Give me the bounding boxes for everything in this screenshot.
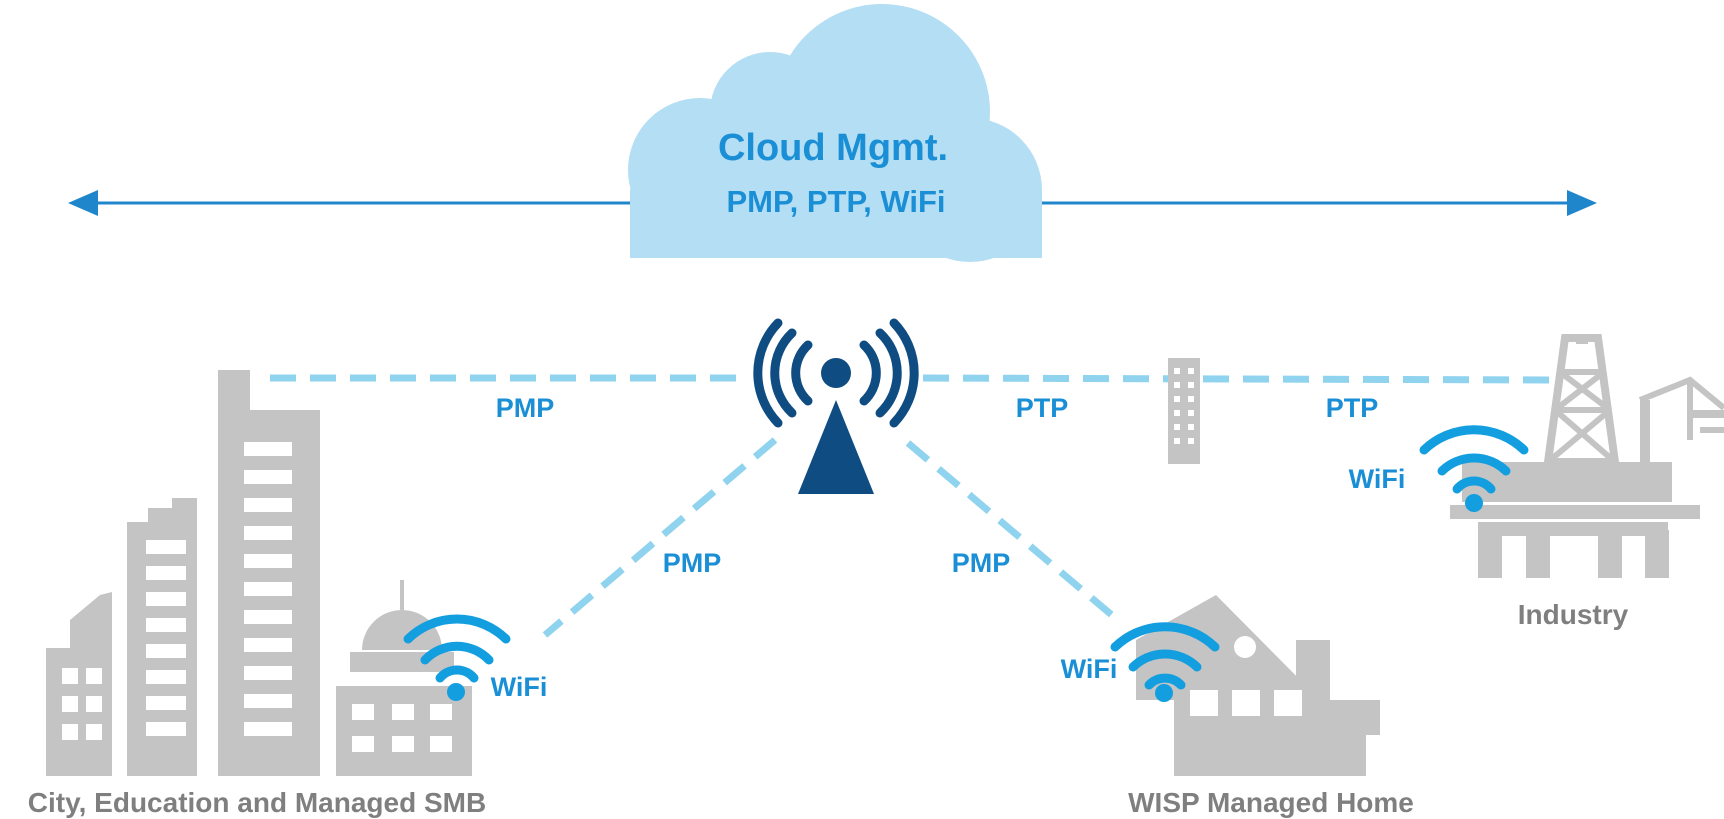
- site-label-industry: Industry: [1518, 599, 1629, 630]
- wifi-label-city: WiFi: [491, 672, 548, 702]
- link-right-diag: [905, 440, 1123, 625]
- site-label-home: WISP Managed Home: [1128, 787, 1414, 818]
- wifi-icon: [1110, 622, 1220, 702]
- cloud-title: Cloud Mgmt.: [718, 127, 948, 169]
- radio-tower-icon: [753, 318, 919, 494]
- link-label-right-top-2: PTP: [1326, 393, 1379, 423]
- relay-tower-icon: [1168, 358, 1200, 464]
- wifi-label-home: WiFi: [1061, 654, 1118, 684]
- wifi-label-industry: WiFi: [1349, 464, 1406, 494]
- link-left-diag: [542, 437, 778, 638]
- wifi-icon: [403, 614, 511, 701]
- city-buildings-icon: [46, 370, 472, 776]
- link-label-left-top: PMP: [496, 393, 555, 423]
- site-label-city: City, Education and Managed SMB: [28, 787, 486, 818]
- house-icon: [1136, 595, 1380, 776]
- cloud-subtitle: PMP, PTP, WiFi: [726, 184, 945, 219]
- cloud-icon: [628, 4, 1042, 262]
- link-right-top: [922, 374, 1551, 384]
- arrow-right-head: [1567, 190, 1597, 216]
- wifi-icon: [1419, 425, 1529, 512]
- link-label-right-top-1: PTP: [1016, 393, 1069, 423]
- link-label-left-diag: PMP: [663, 548, 722, 578]
- oil-rig-icon: [1450, 334, 1724, 578]
- arrow-left-head: [68, 190, 98, 216]
- link-label-right-diag: PMP: [952, 548, 1011, 578]
